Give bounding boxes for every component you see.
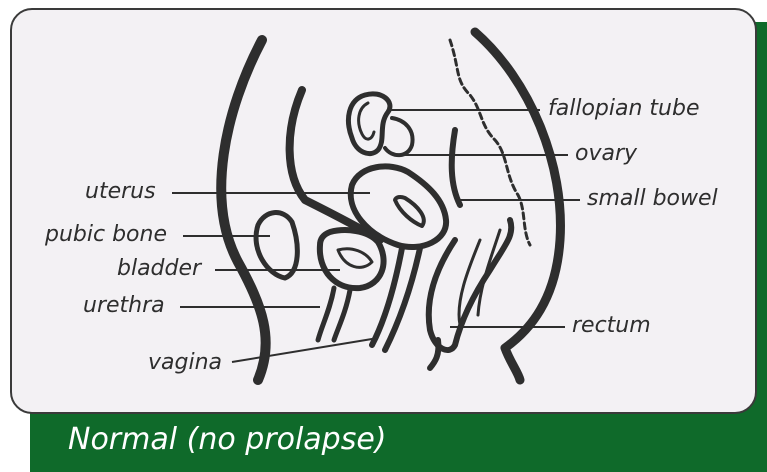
leader-vagina (232, 338, 378, 362)
label-uterus: uterus (85, 181, 156, 203)
vagina-shape (372, 248, 420, 350)
urethra-shape (318, 288, 350, 340)
label-pubic-bone: pubic bone (45, 224, 167, 246)
label-fallopian-tube: fallopian tube (548, 98, 699, 120)
peritoneum-line (290, 90, 380, 240)
small-bowel-wall (452, 130, 460, 205)
fallopian-tube-inner (359, 103, 374, 139)
label-small-bowel: small bowel (587, 188, 718, 210)
abdominal-wall (221, 40, 265, 380)
bladder-shape (320, 230, 384, 288)
small-bowel-shape (450, 40, 530, 245)
label-urethra: urethra (83, 295, 165, 317)
label-rectum: rectum (572, 315, 651, 337)
pubic-bone-shape (256, 213, 297, 278)
label-bladder: bladder (117, 258, 201, 280)
bladder-inner (338, 249, 372, 268)
label-ovary: ovary (575, 143, 637, 165)
uterus-cavity (395, 197, 424, 226)
ovary-shape (385, 118, 413, 155)
label-vagina: vagina (148, 352, 222, 374)
caption-text: Normal (no prolapse) (68, 425, 387, 455)
